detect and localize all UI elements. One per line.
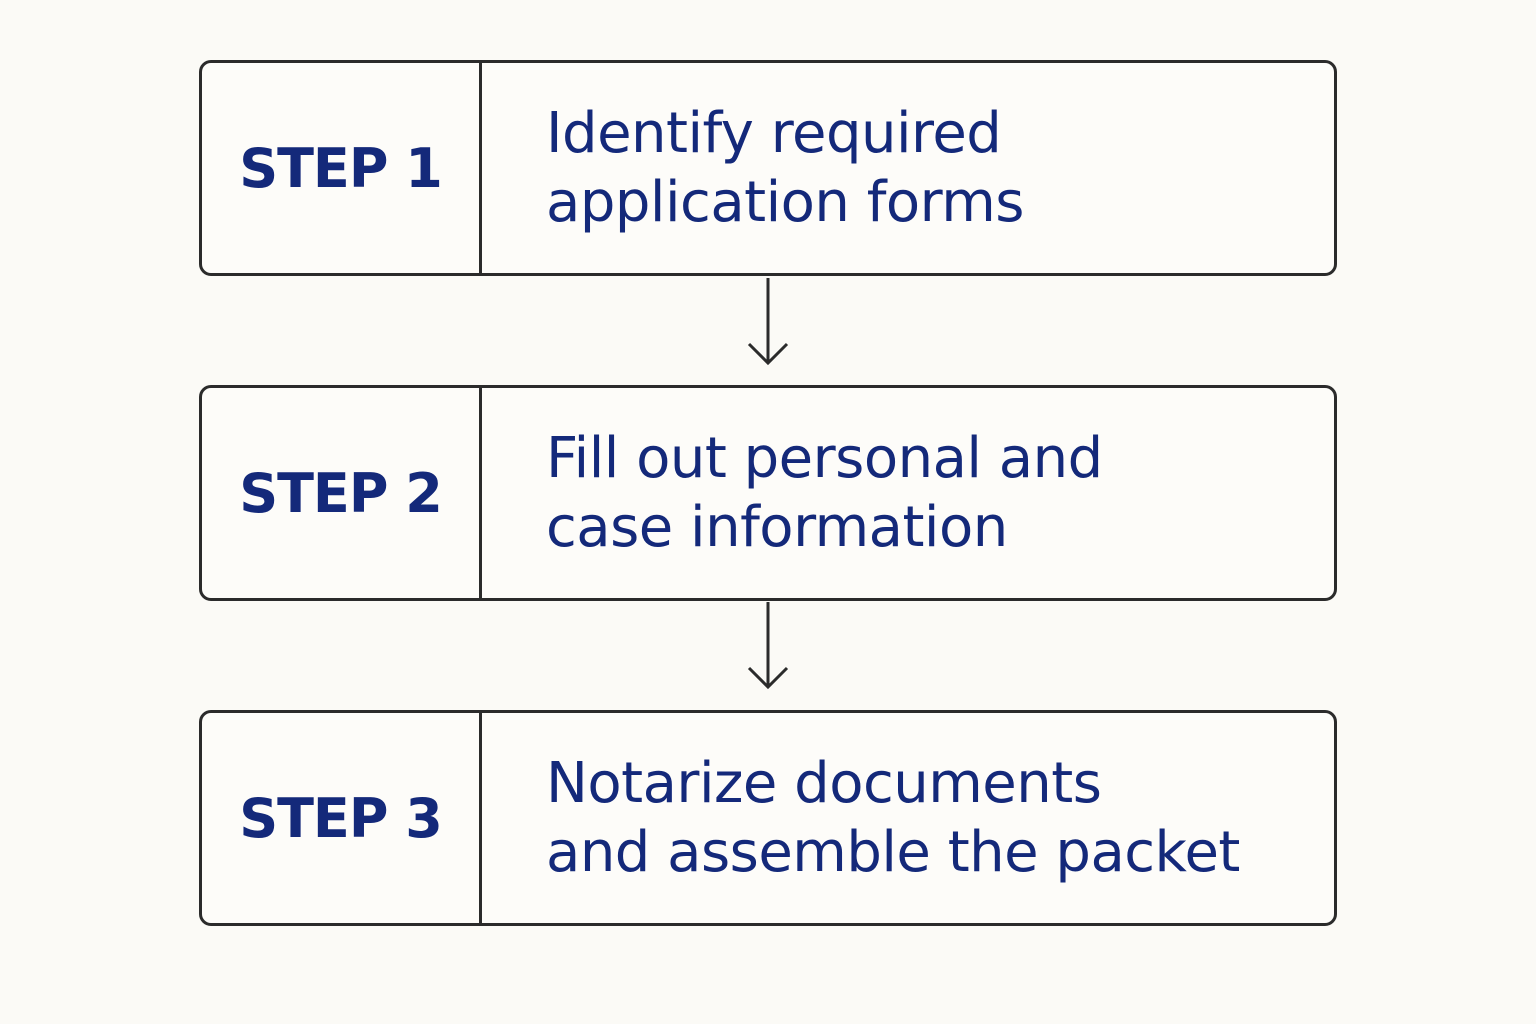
step-3-description-cell: Notarize documents and assemble the pack… — [482, 713, 1334, 923]
step-1-label: STEP 1 — [239, 136, 443, 200]
step-3-description: Notarize documents and assemble the pack… — [546, 751, 1240, 885]
step-2-description: Fill out personal and case information — [546, 426, 1103, 560]
step-1-description: Identify required application forms — [546, 101, 1024, 235]
step-2-label: STEP 2 — [239, 461, 443, 525]
step-2-box: STEP 2 Fill out personal and case inform… — [199, 385, 1337, 601]
step-2-description-cell: Fill out personal and case information — [482, 388, 1334, 598]
step-3-label: STEP 3 — [239, 786, 443, 850]
step-1-description-cell: Identify required application forms — [482, 63, 1334, 273]
step-3-box: STEP 3 Notarize documents and assemble t… — [199, 710, 1337, 926]
step-1-label-cell: STEP 1 — [202, 63, 482, 273]
arrow-step-1-to-2-icon — [747, 278, 789, 366]
step-1-box: STEP 1 Identify required application for… — [199, 60, 1337, 276]
step-3-label-cell: STEP 3 — [202, 713, 482, 923]
arrow-step-2-to-3-icon — [747, 602, 789, 690]
step-2-label-cell: STEP 2 — [202, 388, 482, 598]
